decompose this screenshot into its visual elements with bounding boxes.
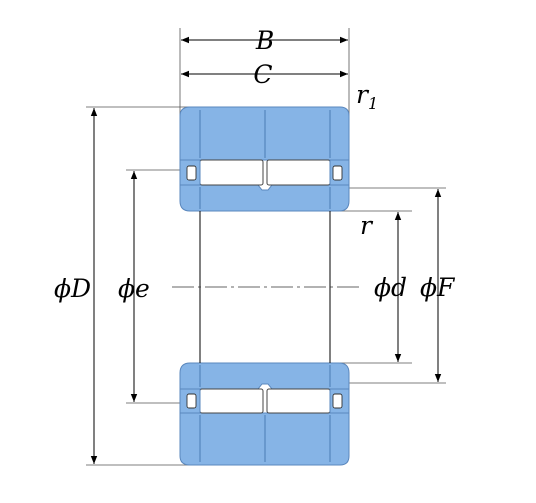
label-B: B <box>255 26 274 55</box>
seal-bottom-left <box>186 393 197 409</box>
bore-outline <box>172 211 360 363</box>
inner-ring-top <box>179 184 350 212</box>
roller-bottom-left <box>199 388 264 414</box>
dimension-arrows <box>90 36 442 464</box>
dimension-labels: B C r1 r ϕD ϕe ϕd ϕF <box>54 26 456 303</box>
label-r: r <box>360 211 374 240</box>
label-C: C <box>253 60 272 89</box>
outer-ring-top <box>179 106 350 161</box>
inner-ring-bottom <box>179 362 350 390</box>
outer-ring-bottom <box>179 412 350 466</box>
roller-top-left <box>199 159 264 186</box>
label-r1: r1 <box>356 80 378 113</box>
roller-bottom-right <box>266 388 331 414</box>
roller-top-right <box>266 159 331 186</box>
seal-top-left <box>186 165 197 181</box>
bearing-bottom-half <box>179 362 350 466</box>
label-d: ϕd <box>374 273 407 302</box>
seal-bottom-right <box>332 393 343 409</box>
bearing-top-half <box>179 106 350 212</box>
label-D: ϕD <box>54 274 91 303</box>
extension-lines <box>86 28 446 466</box>
label-F: ϕF <box>420 273 456 302</box>
label-e: ϕe <box>118 274 150 303</box>
seal-top-right <box>332 165 343 181</box>
